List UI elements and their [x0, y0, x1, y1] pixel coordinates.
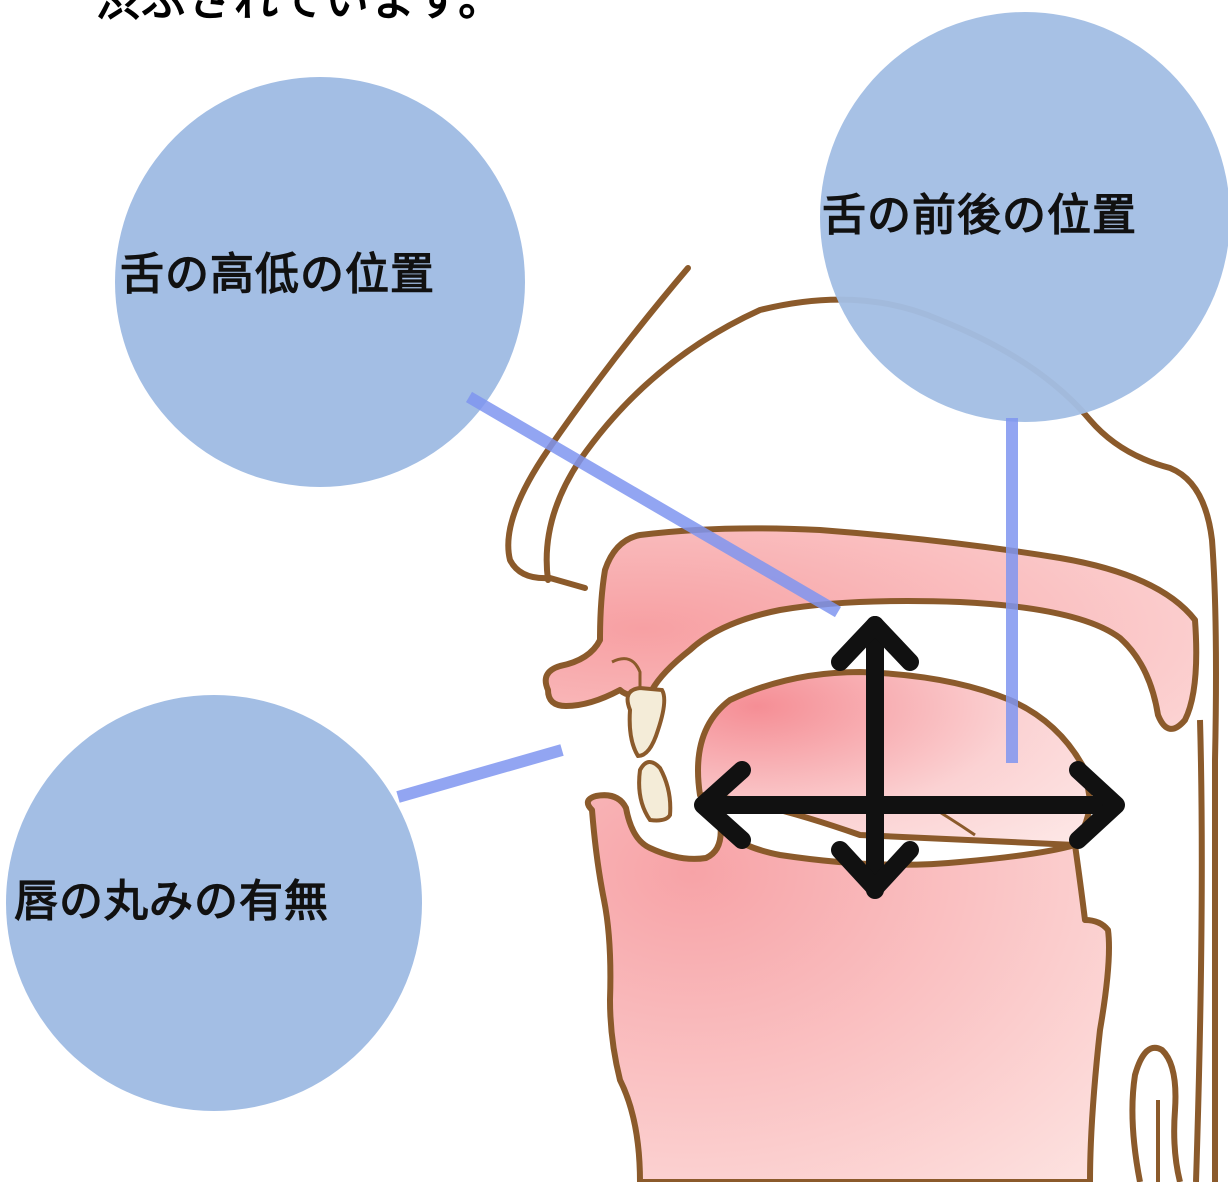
upper-gum-detail [611, 657, 642, 690]
circle-tongue-front-back [820, 12, 1228, 422]
circle-lip-rounding [6, 695, 422, 1111]
neck-outline [1193, 719, 1205, 1182]
nasal-outline [505, 265, 691, 591]
four-way-arrow-icon [694, 616, 1125, 899]
pointer-line-lip-rounding [396, 744, 564, 803]
label-tongue-front-back: 舌の前後の位置 [822, 190, 1137, 241]
circle-tongue-height [115, 77, 525, 487]
top-caption-partial: 渋ぶされています。 [96, 0, 505, 26]
lower-jaw [584, 792, 1112, 1182]
upper-tooth [625, 685, 667, 759]
tongue [695, 669, 1093, 848]
lower-tooth [637, 760, 673, 823]
pointer-line-tongue-height [465, 391, 842, 618]
label-lip-rounding: 唇の丸みの有無 [14, 876, 329, 927]
upper-palate [542, 525, 1200, 732]
airway-outline [1129, 1044, 1183, 1182]
label-tongue-height: 舌の高低の位置 [120, 249, 435, 300]
